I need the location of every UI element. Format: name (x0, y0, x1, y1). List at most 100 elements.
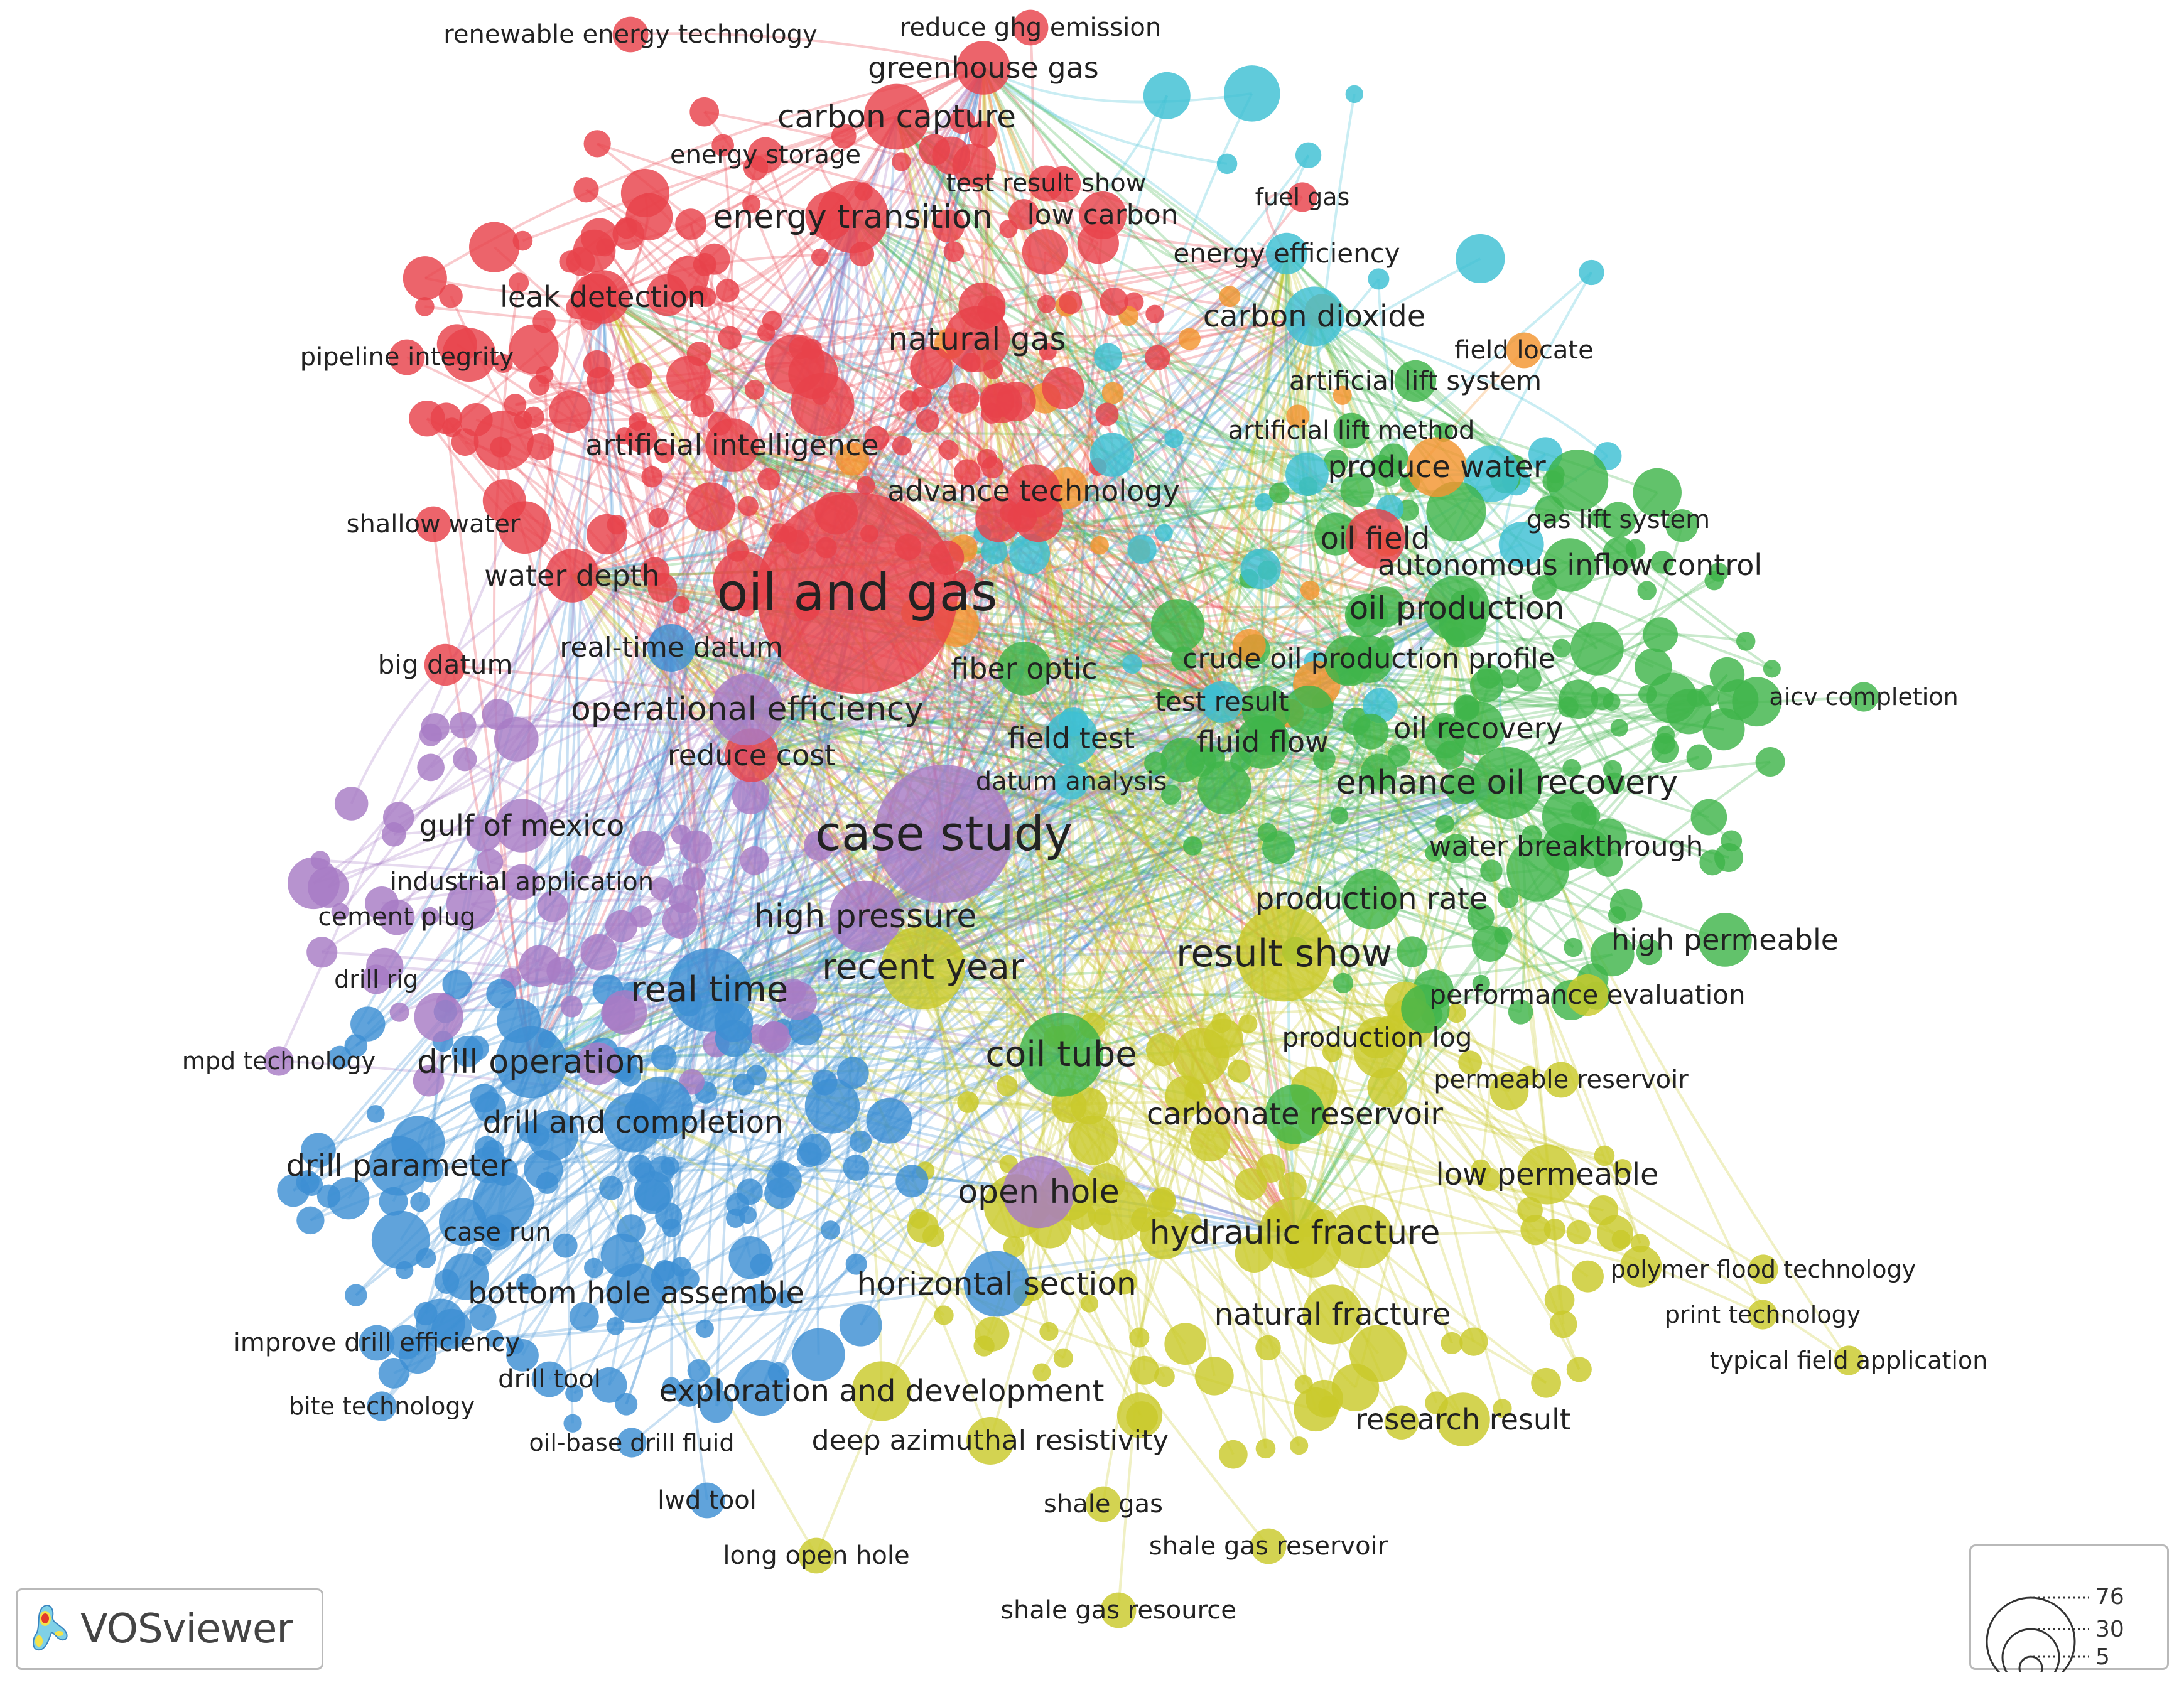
red-cluster-node[interactable] (403, 256, 447, 301)
blue-cluster-node[interactable] (728, 1236, 772, 1279)
red-cluster-node[interactable] (952, 143, 997, 188)
green-cluster-node[interactable] (1602, 537, 1637, 571)
orange-cluster-node[interactable] (1232, 628, 1266, 662)
green-cluster-node[interactable] (1157, 689, 1176, 707)
purple-cluster-node[interactable] (537, 891, 568, 922)
red-cluster-node[interactable] (640, 557, 670, 587)
keyword-label[interactable]: reduce ghg emission (899, 13, 1162, 42)
blue-cluster-node[interactable] (359, 1325, 395, 1361)
purple-cluster-node[interactable] (602, 990, 647, 1035)
green-cluster-node[interactable] (1313, 747, 1336, 770)
keyword-label[interactable]: high pressure (754, 898, 977, 935)
red-cluster-node[interactable] (762, 311, 782, 331)
keyword-label[interactable]: test result (1155, 686, 1289, 717)
green-cluster-node[interactable] (1704, 571, 1724, 591)
yellow-cluster-node[interactable] (881, 925, 965, 1009)
purple-cluster-node[interactable] (331, 903, 349, 921)
red-cluster-node[interactable] (612, 16, 649, 53)
keyword-label[interactable]: carbonate reservoir (1146, 1097, 1444, 1132)
blue-cluster-node[interactable] (475, 1092, 506, 1124)
keyword-label[interactable]: artificial lift system (1289, 365, 1542, 396)
blue-cluster-node[interactable] (495, 1026, 568, 1099)
keyword-label[interactable]: crude oil production profile (1182, 643, 1555, 675)
keyword-label[interactable]: leak detection (500, 280, 706, 314)
green-cluster-node[interactable] (1441, 834, 1471, 864)
red-cluster-node[interactable] (1039, 343, 1057, 361)
keyword-label[interactable]: cement plug (318, 903, 476, 932)
keyword-label[interactable]: produce water (1327, 450, 1546, 485)
red-cluster-node[interactable] (1100, 287, 1128, 316)
red-cluster-node[interactable] (864, 426, 889, 451)
green-cluster-node[interactable] (1637, 581, 1657, 600)
yellow-cluster-node[interactable] (1189, 1121, 1231, 1162)
red-cluster-node[interactable] (718, 326, 742, 350)
red-cluster-node[interactable] (944, 306, 1010, 372)
blue-cluster-node[interactable] (345, 1284, 367, 1306)
red-cluster-node[interactable] (415, 506, 451, 542)
blue-cluster-node[interactable] (527, 1109, 578, 1161)
red-cluster-node[interactable] (549, 390, 592, 433)
keyword-label[interactable]: mpd technology (181, 1047, 376, 1075)
orange-cluster-node[interactable] (1101, 382, 1124, 404)
purple-cluster-node[interactable] (576, 1042, 619, 1085)
keyword-label[interactable]: low permeable (1435, 1157, 1659, 1192)
red-cluster-node[interactable] (705, 418, 759, 472)
purple-cluster-node[interactable] (662, 903, 698, 939)
green-cluster-node[interactable] (1562, 758, 1581, 777)
blue-cluster-node[interactable] (895, 1165, 929, 1198)
purple-cluster-node[interactable] (450, 711, 477, 739)
blue-cluster-node[interactable] (327, 1177, 370, 1220)
blue-cluster-node[interactable] (599, 1176, 624, 1200)
red-cluster-node[interactable] (527, 433, 554, 460)
yellow-cluster-node[interactable] (798, 1537, 835, 1574)
yellow-cluster-node[interactable] (1330, 1205, 1393, 1269)
purple-cluster-node[interactable] (571, 855, 592, 876)
red-cluster-node[interactable] (473, 410, 534, 471)
yellow-cluster-node[interactable] (1384, 1405, 1419, 1440)
red-cluster-node[interactable] (672, 596, 690, 614)
keyword-label[interactable]: coil tube (985, 1034, 1137, 1075)
yellow-cluster-node[interactable] (1520, 1214, 1551, 1246)
cyan-cluster-node[interactable] (1456, 234, 1505, 284)
yellow-cluster-node[interactable] (1164, 1323, 1207, 1365)
yellow-cluster-node[interactable] (1195, 1357, 1234, 1396)
red-cluster-node[interactable] (953, 459, 981, 486)
keyword-label[interactable]: carbon capture (777, 99, 1016, 135)
yellow-cluster-node[interactable] (1053, 1348, 1073, 1368)
red-cluster-node[interactable] (667, 256, 709, 298)
cyan-cluster-node[interactable] (981, 537, 1008, 565)
red-cluster-node[interactable] (953, 569, 976, 593)
blue-cluster-node[interactable] (531, 1361, 568, 1397)
purple-cluster-node[interactable] (466, 816, 502, 852)
cyan-cluster-node[interactable] (1345, 85, 1363, 104)
green-cluster-node[interactable] (1714, 842, 1744, 872)
purple-cluster-node[interactable] (759, 1021, 791, 1054)
yellow-cluster-node[interactable] (1235, 1168, 1267, 1200)
keyword-label[interactable]: horizontal section (857, 1266, 1137, 1302)
yellow-cluster-node[interactable] (1322, 1042, 1343, 1062)
keyword-label[interactable]: natural gas (888, 321, 1066, 357)
green-cluster-node[interactable] (1508, 999, 1533, 1025)
red-cluster-node[interactable] (757, 468, 781, 491)
blue-cluster-node[interactable] (371, 1210, 430, 1269)
red-cluster-node[interactable] (816, 181, 889, 254)
blue-cluster-node[interactable] (629, 1076, 693, 1140)
green-cluster-node[interactable] (1849, 682, 1879, 712)
yellow-cluster-node[interactable] (1003, 1236, 1025, 1257)
purple-cluster-node[interactable] (829, 880, 902, 953)
cyan-cluster-node[interactable] (1368, 268, 1390, 290)
red-cluster-node[interactable] (981, 382, 1022, 423)
red-cluster-node[interactable] (738, 496, 759, 517)
red-cluster-node[interactable] (627, 363, 653, 389)
yellow-cluster-node[interactable] (1594, 1145, 1615, 1166)
yellow-cluster-node[interactable] (1446, 1003, 1466, 1023)
yellow-cluster-node[interactable] (1290, 1436, 1309, 1455)
keyword-label[interactable]: polymer flood technology (1610, 1256, 1916, 1283)
red-cluster-node[interactable] (494, 353, 513, 374)
keyword-label[interactable]: production log (1282, 1022, 1473, 1053)
orange-cluster-node[interactable] (1300, 580, 1320, 600)
blue-cluster-node[interactable] (668, 948, 752, 1032)
green-cluster-node[interactable] (1361, 753, 1397, 790)
purple-cluster-node[interactable] (366, 947, 404, 986)
yellow-cluster-node[interactable] (1129, 1327, 1150, 1348)
